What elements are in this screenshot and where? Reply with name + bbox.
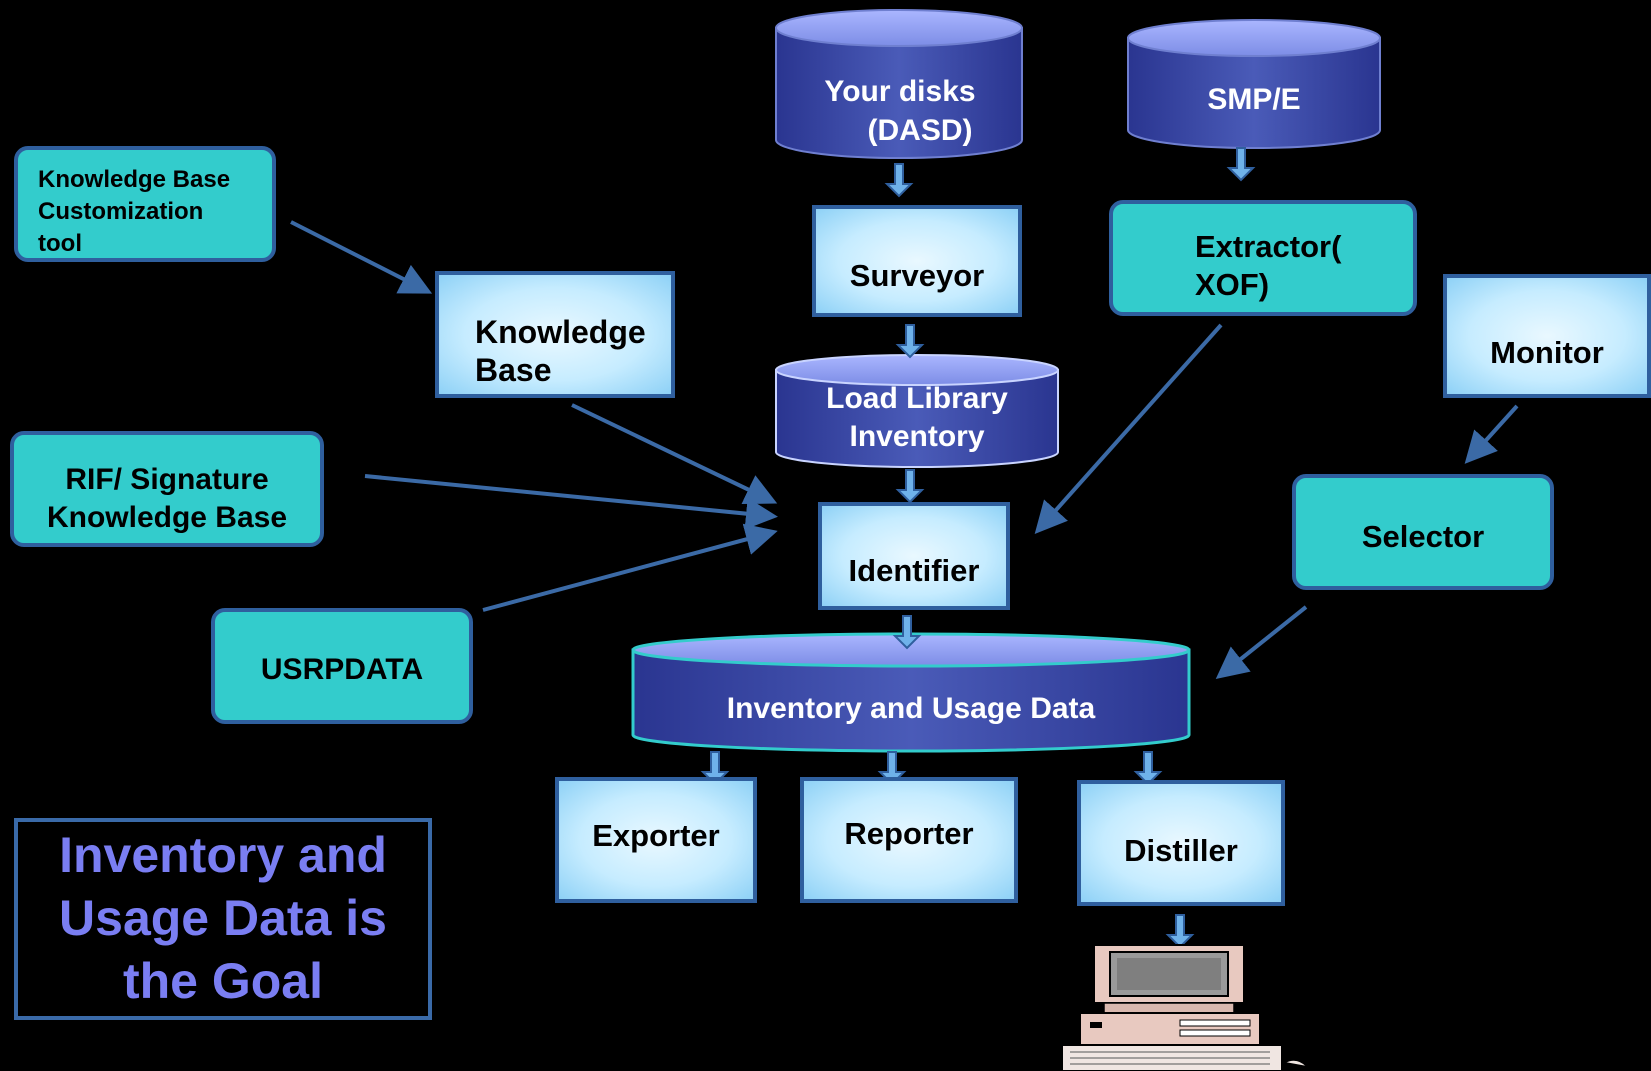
cylinder-smpe <box>1127 19 1381 149</box>
surveyor-box: Surveyor <box>812 205 1022 317</box>
goal-callout: Inventory and Usage Data is the Goal <box>14 818 432 1020</box>
surveyor-label: Surveyor <box>849 258 985 293</box>
identifier-box: Identifier <box>818 502 1010 610</box>
monitor-label: Monitor <box>1490 335 1604 370</box>
extractor-box: Extractor(XOF) <box>1109 200 1417 316</box>
smpe-label: SMP/E <box>1207 83 1301 116</box>
selector-label: Selector <box>1361 519 1485 554</box>
exporter-label: Exporter <box>592 818 720 853</box>
cylinder-your-disks <box>775 9 1023 159</box>
connector-arrows <box>290 220 1519 679</box>
your-disks-label: Your disks(DASD) <box>824 75 976 147</box>
usrpdata-label: USRPDATA <box>260 653 424 686</box>
monitor-box: Monitor <box>1443 274 1651 398</box>
selector-box: Selector <box>1292 474 1554 590</box>
distiller-label: Distiller <box>1124 833 1238 868</box>
down-arrows <box>700 147 1256 949</box>
cylinder-inventory-usage <box>631 632 1191 753</box>
goal-line-3: the Goal <box>122 953 324 1009</box>
usrpdata-box: USRPDATA <box>211 608 473 724</box>
reporter-box: Reporter <box>800 777 1018 903</box>
distiller-box: Distiller <box>1077 780 1285 906</box>
reporter-label: Reporter <box>844 816 974 851</box>
extractor-label: Extractor(XOF) <box>1195 229 1342 302</box>
exporter-box: Exporter <box>555 777 757 903</box>
computer-icon <box>1061 944 1308 1071</box>
goal-line-1: Inventory and <box>59 827 387 883</box>
goal-line-2: Usage Data is <box>59 890 387 946</box>
cylinder-load-library <box>775 354 1059 468</box>
identifier-label: Identifier <box>848 553 980 588</box>
inventory-usage-label: Inventory and Usage Data <box>726 692 1096 725</box>
